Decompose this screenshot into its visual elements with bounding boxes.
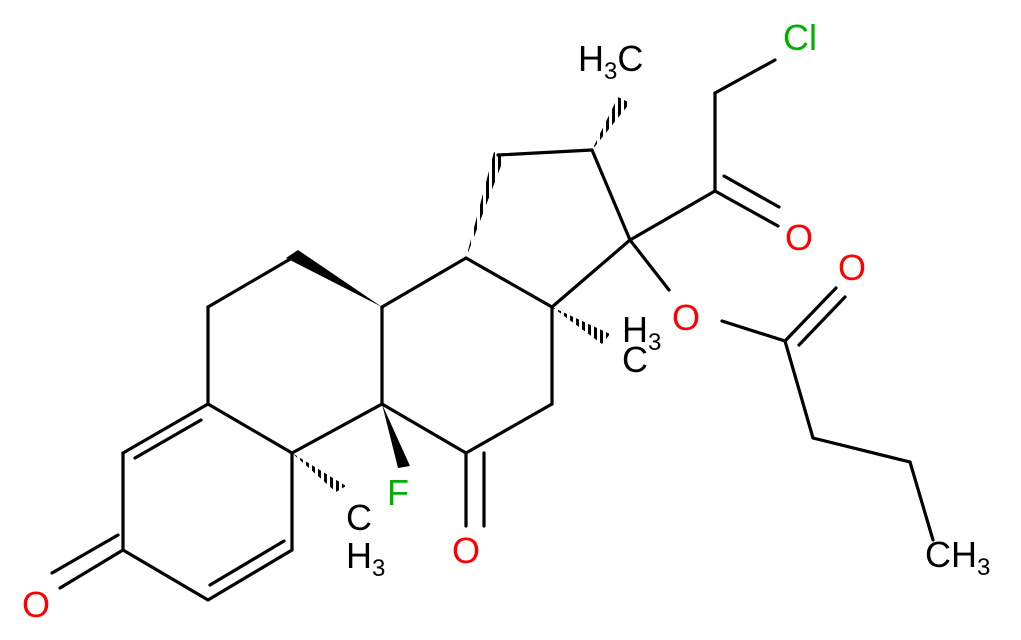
c10-methyl-hydrogens: H3 <box>346 535 385 582</box>
side-chain-bonds <box>50 58 935 590</box>
oxygen-c3: O <box>22 584 50 625</box>
fluorine-atom: F <box>387 472 409 513</box>
oxygen-ester-carbonyl: O <box>838 247 866 288</box>
hash-c13-methyl <box>552 307 610 344</box>
ring-b-bonds <box>206 256 384 455</box>
hash-c14-h <box>466 152 504 258</box>
ring-d-bonds <box>496 148 632 309</box>
ring-a-bonds <box>121 402 294 602</box>
c13-methyl-carbon: C <box>622 339 648 380</box>
atom-labels: Cl O O O O O F H3C H3 C C H3 CH3 <box>22 17 990 625</box>
wedge-c9-f <box>382 404 410 468</box>
stereo-bonds <box>286 97 630 492</box>
oxygen-c11: O <box>452 530 480 571</box>
oxygen-ketone-side: O <box>785 217 813 258</box>
ring-c-bonds <box>380 256 554 455</box>
c10-methyl-carbon: C <box>346 497 372 538</box>
c16-methyl-label: H3C <box>578 38 643 85</box>
c13-methyl-label: H3 <box>622 309 661 356</box>
hash-c10-methyl <box>292 453 346 492</box>
butyrate-terminal-methyl: CH3 <box>925 534 990 581</box>
oxygen-ester: O <box>672 297 700 338</box>
chlorine-atom: Cl <box>783 17 817 58</box>
wedge-c8-h <box>286 250 382 307</box>
hash-c16-methyl <box>592 97 630 150</box>
